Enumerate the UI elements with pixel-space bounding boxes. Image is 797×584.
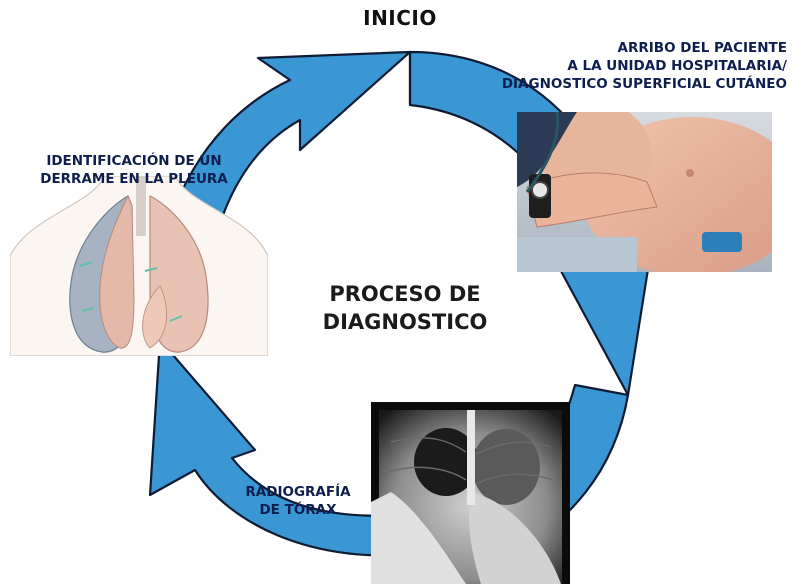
lung-illustration xyxy=(10,176,268,356)
step-pleura-label: IDENTIFICACIÓN DE UN DERRAME EN LA PLEUR… xyxy=(0,152,268,188)
photo-illustration xyxy=(517,112,772,272)
step-xray-label: RADIOGRAFÍA DE TÓRAX xyxy=(232,483,364,519)
step-arrival-label: ARRIBO DEL PACIENTE A LA UNIDAD HOSPITAL… xyxy=(450,39,795,93)
step-arrival-line1: ARRIBO DEL PACIENTE xyxy=(617,40,787,56)
cycle-arrow-bottom-left xyxy=(148,338,402,557)
step-xray-line1: RADIOGRAFÍA xyxy=(245,484,351,500)
step-xray-line2: DE TÓRAX xyxy=(259,502,337,518)
step-pleura-line2: DERRAME EN LA PLEURA xyxy=(40,171,228,187)
center-title: PROCESO DE DIAGNOSTICO xyxy=(300,280,510,336)
step-arrival-line2: A LA UNIDAD HOSPITALARIA/ xyxy=(567,58,787,74)
xray-drawing xyxy=(371,402,570,584)
center-title-line1: PROCESO DE xyxy=(329,282,481,306)
step-pleura-line1: IDENTIFICACIÓN DE UN xyxy=(46,153,222,169)
chest-xray-image xyxy=(371,402,570,584)
step-arrival-line3: DIAGNOSTICO SUPERFICIAL CUTÁNEO xyxy=(501,76,787,92)
page-title: INICIO xyxy=(363,6,437,30)
lung-drawing xyxy=(10,176,268,356)
patient-examination-photo xyxy=(517,112,772,272)
center-title-line2: DIAGNOSTICO xyxy=(322,310,488,334)
